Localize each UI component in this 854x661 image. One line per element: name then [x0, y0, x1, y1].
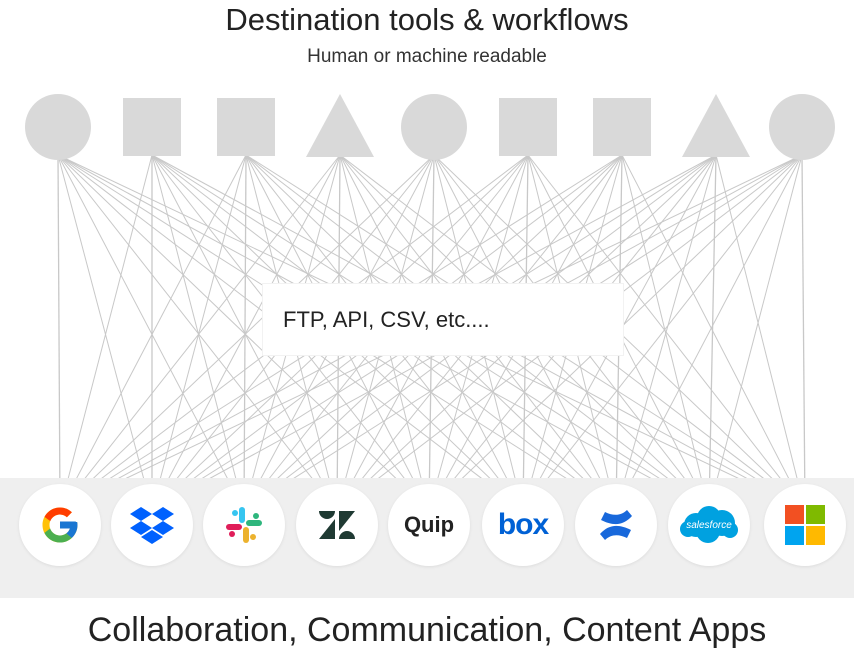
protocol-label: FTP, API, CSV, etc.... — [283, 306, 490, 332]
connection-line — [151, 154, 247, 511]
app-confluence[interactable] — [575, 484, 657, 566]
destination-circle — [769, 94, 835, 160]
connection-line — [59, 154, 247, 511]
destination-circle — [401, 94, 467, 160]
destination-triangle — [306, 94, 374, 157]
destination-square — [217, 98, 275, 156]
connection-line — [57, 154, 245, 511]
destination-square — [499, 98, 557, 156]
connection-line — [621, 154, 806, 511]
page-subtitle: Human or machine readable — [307, 46, 547, 67]
salesforce-icon: salesforce — [686, 519, 732, 531]
app-dropbox[interactable] — [111, 484, 193, 566]
destination-square — [593, 98, 651, 156]
destination-circle — [25, 94, 91, 160]
box-icon: box — [497, 508, 549, 541]
connection-line — [708, 154, 803, 511]
zendesk-icon — [319, 511, 355, 539]
app-slack[interactable] — [203, 484, 285, 566]
connection-line — [522, 154, 803, 511]
quip-icon: Quip — [403, 512, 455, 537]
connection-line — [615, 154, 803, 511]
destination-square — [123, 98, 181, 156]
connection-line — [715, 154, 806, 511]
connection-line — [57, 154, 430, 511]
connection-line — [151, 154, 245, 511]
destination-triangle — [682, 94, 750, 157]
confluence-icon — [600, 510, 632, 540]
google-icon — [42, 507, 78, 543]
app-zendesk[interactable] — [296, 484, 378, 566]
slack-icon — [226, 507, 262, 543]
apps-category-label: Collaboration, Communication, Content Ap… — [87, 611, 767, 649]
connection-line — [59, 154, 341, 511]
protocol-box: FTP, API, CSV, etc.... — [262, 283, 624, 356]
microsoft-icon — [785, 505, 825, 545]
app-microsoft[interactable] — [764, 484, 846, 566]
app-google[interactable] — [19, 484, 101, 566]
dropbox-icon — [130, 507, 174, 544]
connection-line — [57, 154, 61, 511]
app-salesforce[interactable]: salesforce — [668, 484, 750, 566]
page-title: Destination tools & workflows — [225, 2, 629, 37]
connection-line — [59, 154, 435, 511]
salesforce-cloud-icon — [680, 506, 738, 543]
connection-line — [801, 154, 806, 511]
app-box[interactable]: box — [482, 484, 564, 566]
connection-line — [59, 154, 153, 511]
connection-line — [57, 154, 153, 511]
connection-line — [615, 154, 717, 511]
app-quip[interactable]: Quip — [388, 484, 470, 566]
connection-line — [243, 154, 247, 511]
connection-line — [708, 154, 717, 511]
